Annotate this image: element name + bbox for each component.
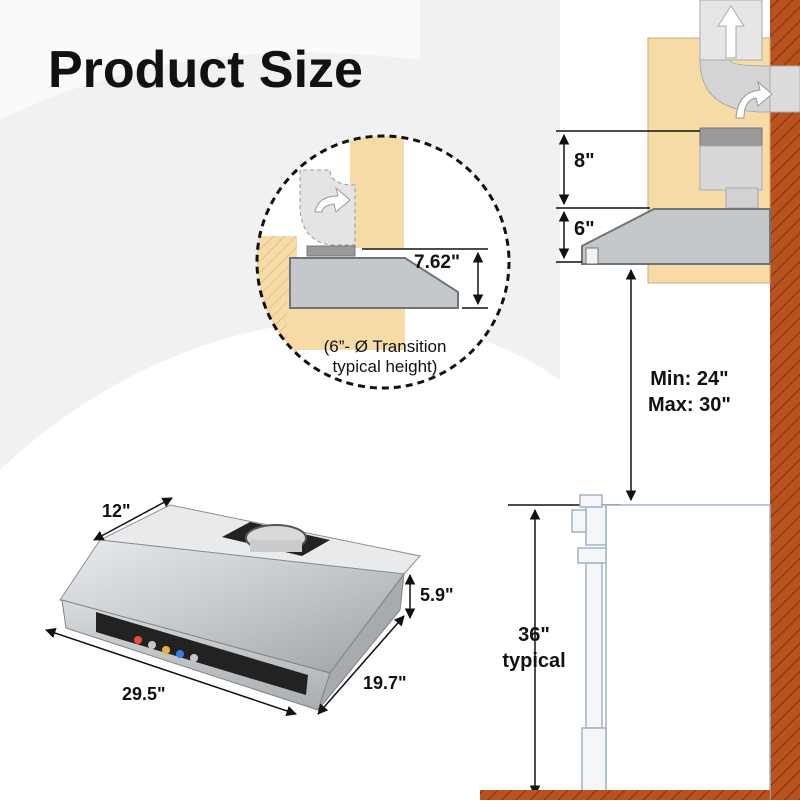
page-title: Product Size <box>48 41 363 99</box>
clearance-max: Max: 30" <box>648 394 731 416</box>
clearance-label: Min: 24" Max: 30" <box>648 366 731 418</box>
depth-label: 12" <box>102 501 131 521</box>
background-sweep-light <box>0 0 420 120</box>
duct-height-label: 8" <box>574 150 595 172</box>
width-label: 29.5" <box>122 684 166 704</box>
side-depth-label: 19.7" <box>363 673 407 693</box>
hood-side-view <box>581 208 771 265</box>
brick-wall <box>770 0 800 800</box>
floor <box>480 790 770 800</box>
transition-note-line1: (6”- Ø Transition <box>323 337 447 356</box>
transition-note: (6”- Ø Transition typical height) <box>310 337 460 377</box>
counter-height-label: 36" typical <box>494 622 574 674</box>
transition-height-label: 7.62" <box>414 252 460 273</box>
range-outline <box>571 494 771 801</box>
counter-height-value: 36" <box>518 624 550 646</box>
counter-height-word: typical <box>502 650 566 672</box>
duct-assembly <box>699 0 800 209</box>
clearance-min: Min: 24" <box>650 368 729 390</box>
front-height-label: 5.9" <box>420 585 454 605</box>
transition-note-line2: typical height) <box>332 357 438 376</box>
product-dimension-lines <box>45 497 416 716</box>
hood-height-label: 6" <box>574 218 595 240</box>
